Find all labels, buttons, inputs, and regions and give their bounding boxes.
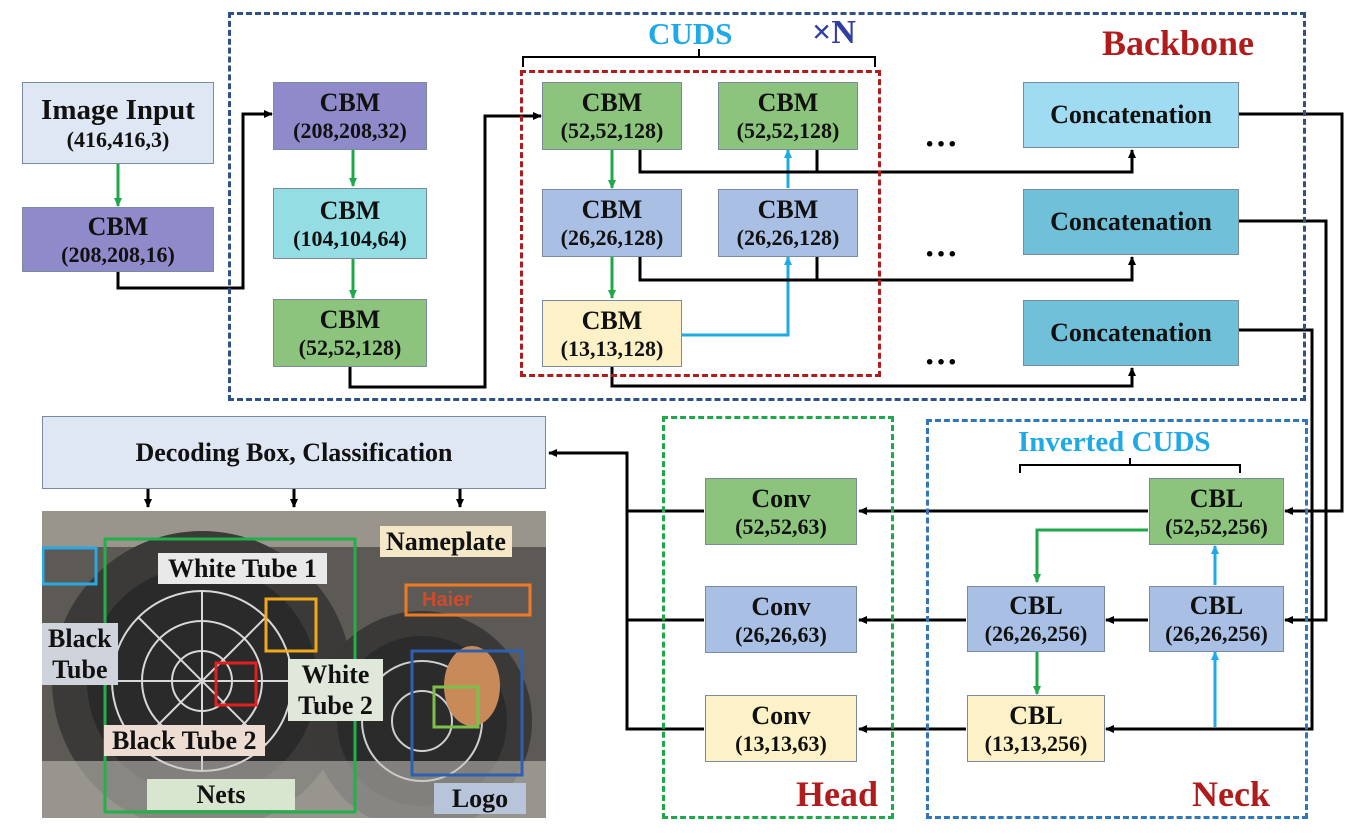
cuds-cbm-13: CBM (13,13,128) <box>542 300 682 367</box>
node-title: Concatenation <box>1050 318 1212 348</box>
cbm-104-64-node: CBM (104,104,64) <box>273 188 427 259</box>
cbm-208-16-node: CBM (208,208,16) <box>22 207 214 272</box>
node-title: Conv <box>751 700 811 730</box>
cuds-title: CUDS <box>648 16 733 51</box>
black-tube-line-1: Black <box>48 624 112 653</box>
white-tube-2-line-2: Tube 2 <box>298 691 373 721</box>
node-shape: (26,26,128) <box>560 225 664 251</box>
ellipsis-2: ··· <box>924 236 959 273</box>
node-shape: (52,52,63) <box>735 513 827 539</box>
neck-cbl-13: CBL (13,13,256) <box>967 695 1105 762</box>
head-conv-52: Conv (52,52,63) <box>705 478 857 545</box>
air-conditioner-photo: Nameplate Haier White Tube 1 Black Tube … <box>42 511 546 818</box>
cbm-52-128-node: CBM (52,52,128) <box>273 299 427 367</box>
node-title: CBL <box>1009 700 1063 730</box>
node-shape: (26,26,63) <box>735 621 827 647</box>
node-shape: (416,416,3) <box>66 127 170 153</box>
node-title: CBL <box>1189 483 1244 513</box>
neck-cbl-26-right: CBL (26,26,256) <box>1149 586 1284 652</box>
node-title: CBM <box>581 195 643 225</box>
ellipsis-1: ··· <box>924 126 959 163</box>
node-title: Decoding Box, Classification <box>135 437 453 467</box>
node-shape: (52,52,256) <box>1165 513 1268 539</box>
node-title: CBL <box>1009 591 1063 621</box>
node-title: CBL <box>1189 591 1244 621</box>
head-frame <box>662 416 894 819</box>
backbone-frame <box>228 12 1306 401</box>
node-shape: (52,52,128) <box>560 118 664 144</box>
cuds-cbm-52-right: CBM (52,52,128) <box>718 82 858 150</box>
logo-label: Logo <box>434 783 526 815</box>
cbm-208-32-node: CBM (208,208,32) <box>273 82 427 150</box>
node-shape: (26,26,256) <box>984 621 1088 647</box>
concatenation-1: Concatenation <box>1023 82 1239 148</box>
white-tube-2-line-1: White <box>301 660 370 689</box>
decoding-box: Decoding Box, Classification <box>42 416 546 489</box>
white-tube-1-label: White Tube 1 <box>158 553 327 585</box>
node-shape: (52,52,128) <box>298 335 402 361</box>
node-shape: (104,104,64) <box>293 225 407 251</box>
neck-cbl-52: CBL (52,52,256) <box>1149 478 1284 545</box>
nameplate-label: Nameplate <box>380 526 512 558</box>
node-title: CBM <box>319 195 381 225</box>
head-conv-26: Conv (26,26,63) <box>705 586 857 653</box>
node-title: CBM <box>757 88 819 118</box>
node-shape: (26,26,256) <box>1165 621 1268 647</box>
black-tube-label: Black Tube <box>42 623 118 686</box>
neck-title: Neck <box>1192 774 1270 814</box>
brand-logo-text: Haier <box>422 589 473 611</box>
head-conv-13: Conv (13,13,63) <box>705 695 857 762</box>
node-shape: (52,52,128) <box>736 118 840 144</box>
cuds-cbm-26-right: CBM (26,26,128) <box>718 189 858 257</box>
times-n-label: ×N <box>812 14 856 51</box>
node-title: CBM <box>581 305 643 335</box>
concatenation-3: Concatenation <box>1023 300 1239 366</box>
node-title: Concatenation <box>1050 100 1212 130</box>
node-title: Image Input <box>41 93 195 126</box>
node-title: CBM <box>319 88 381 118</box>
node-title: Concatenation <box>1050 207 1212 237</box>
head-title: Head <box>796 774 879 814</box>
cuds-cbm-26-left: CBM (26,26,128) <box>542 189 682 257</box>
image-input-node: Image Input (416,416,3) <box>22 82 214 164</box>
ellipsis-3: ··· <box>924 344 959 381</box>
neck-cbl-26-left: CBL (26,26,256) <box>967 586 1105 652</box>
cuds-frame <box>520 70 881 377</box>
black-tube-line-2: Tube <box>52 655 108 685</box>
node-shape: (208,208,16) <box>61 241 175 267</box>
concatenation-2: Concatenation <box>1023 189 1239 255</box>
node-title: Conv <box>751 591 811 621</box>
backbone-title: Backbone <box>1102 23 1255 63</box>
node-title: CBM <box>319 305 381 335</box>
node-title: CBM <box>757 195 819 225</box>
node-shape: (13,13,63) <box>735 730 827 756</box>
white-tube-2-label: White Tube 2 <box>288 659 383 722</box>
node-shape: (13,13,256) <box>984 730 1088 756</box>
inverted-cuds-title: Inverted CUDS <box>1018 426 1211 458</box>
node-title: CBM <box>581 88 643 118</box>
node-title: CBM <box>87 211 149 241</box>
node-title: Conv <box>751 483 811 513</box>
black-tube-2-label: Black Tube 2 <box>104 725 265 757</box>
node-shape: (26,26,128) <box>736 225 840 251</box>
node-shape: (13,13,128) <box>560 335 664 361</box>
nets-label: Nets <box>147 779 295 811</box>
neck-frame <box>926 419 1308 819</box>
node-shape: (208,208,32) <box>293 118 407 144</box>
cuds-cbm-52-left: CBM (52,52,128) <box>542 82 682 150</box>
